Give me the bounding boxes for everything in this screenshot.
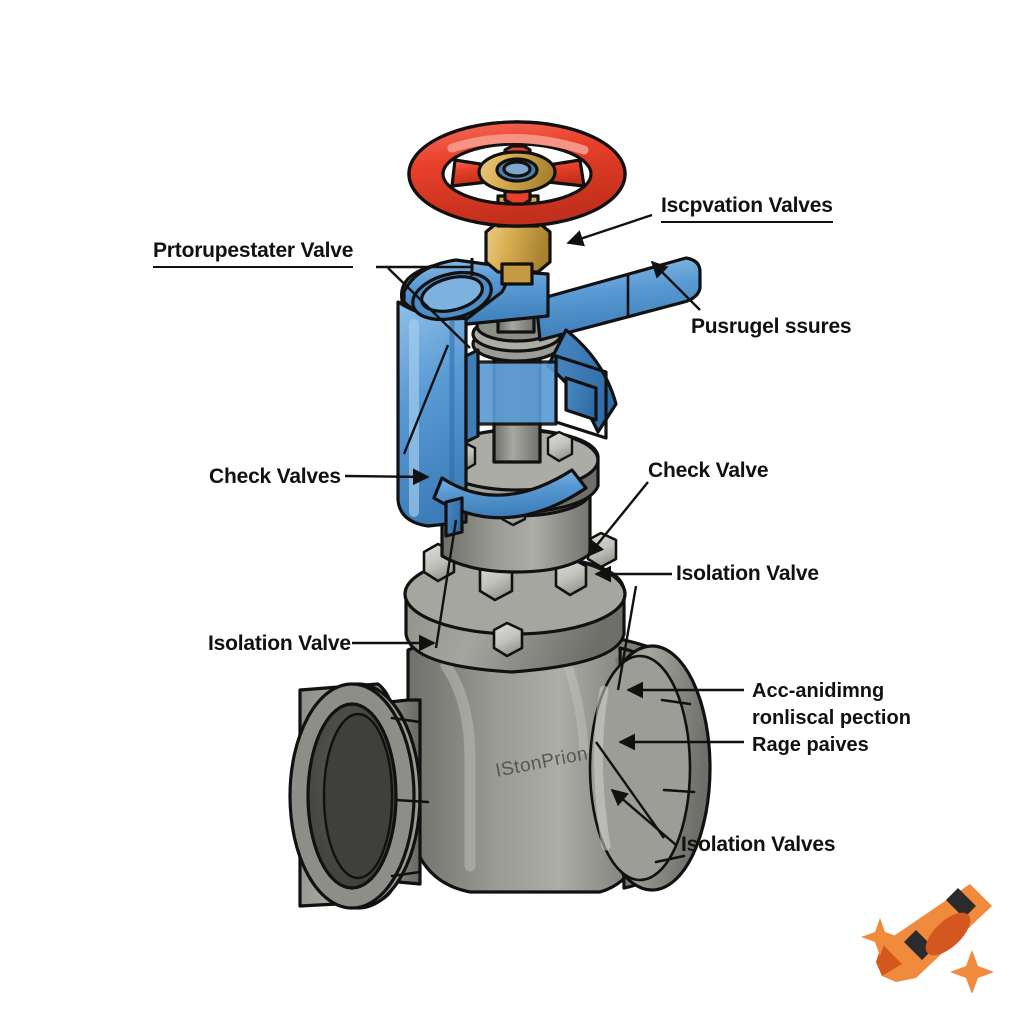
label-block-access-inspection: Acc-anidimng ronliscal pection Rage paiv… [752,678,911,759]
leader-check-right [586,481,649,558]
label-isolation-valves-top-right: Iscpvation Valves [661,194,833,223]
body-flange [403,531,627,674]
right-outlet-flange [588,644,712,892]
label-isolation-valve-right: Isolation Valve [676,562,819,585]
label-isolation-valve-left: Isolation Valve [208,632,351,655]
leader-isolation-bottom [610,788,677,846]
leader-purge [650,260,701,311]
leader-isolation-top [566,213,653,247]
handwheel [407,120,627,228]
crayon-icon [876,884,992,982]
leader-check-left [344,468,430,486]
label-pressure-regulator-valve: Prtorupestater Valve [153,239,353,268]
crayon-watermark [861,884,994,993]
access-line-1: Acc-anidimng [752,680,885,702]
label-check-valves-left: Check Valves [209,465,341,488]
label-check-valve-right: Check Valve [648,459,769,482]
label-isolation-valves-bottom: Isolation Valves [681,833,836,856]
access-line-3: Rage paives [752,734,869,756]
sparkle-icons [861,918,994,993]
access-line-2: ronliscal pection [752,707,911,729]
label-purge-pressures: Pusrugel ssures [691,315,852,338]
left-pipe-flange [288,682,430,910]
